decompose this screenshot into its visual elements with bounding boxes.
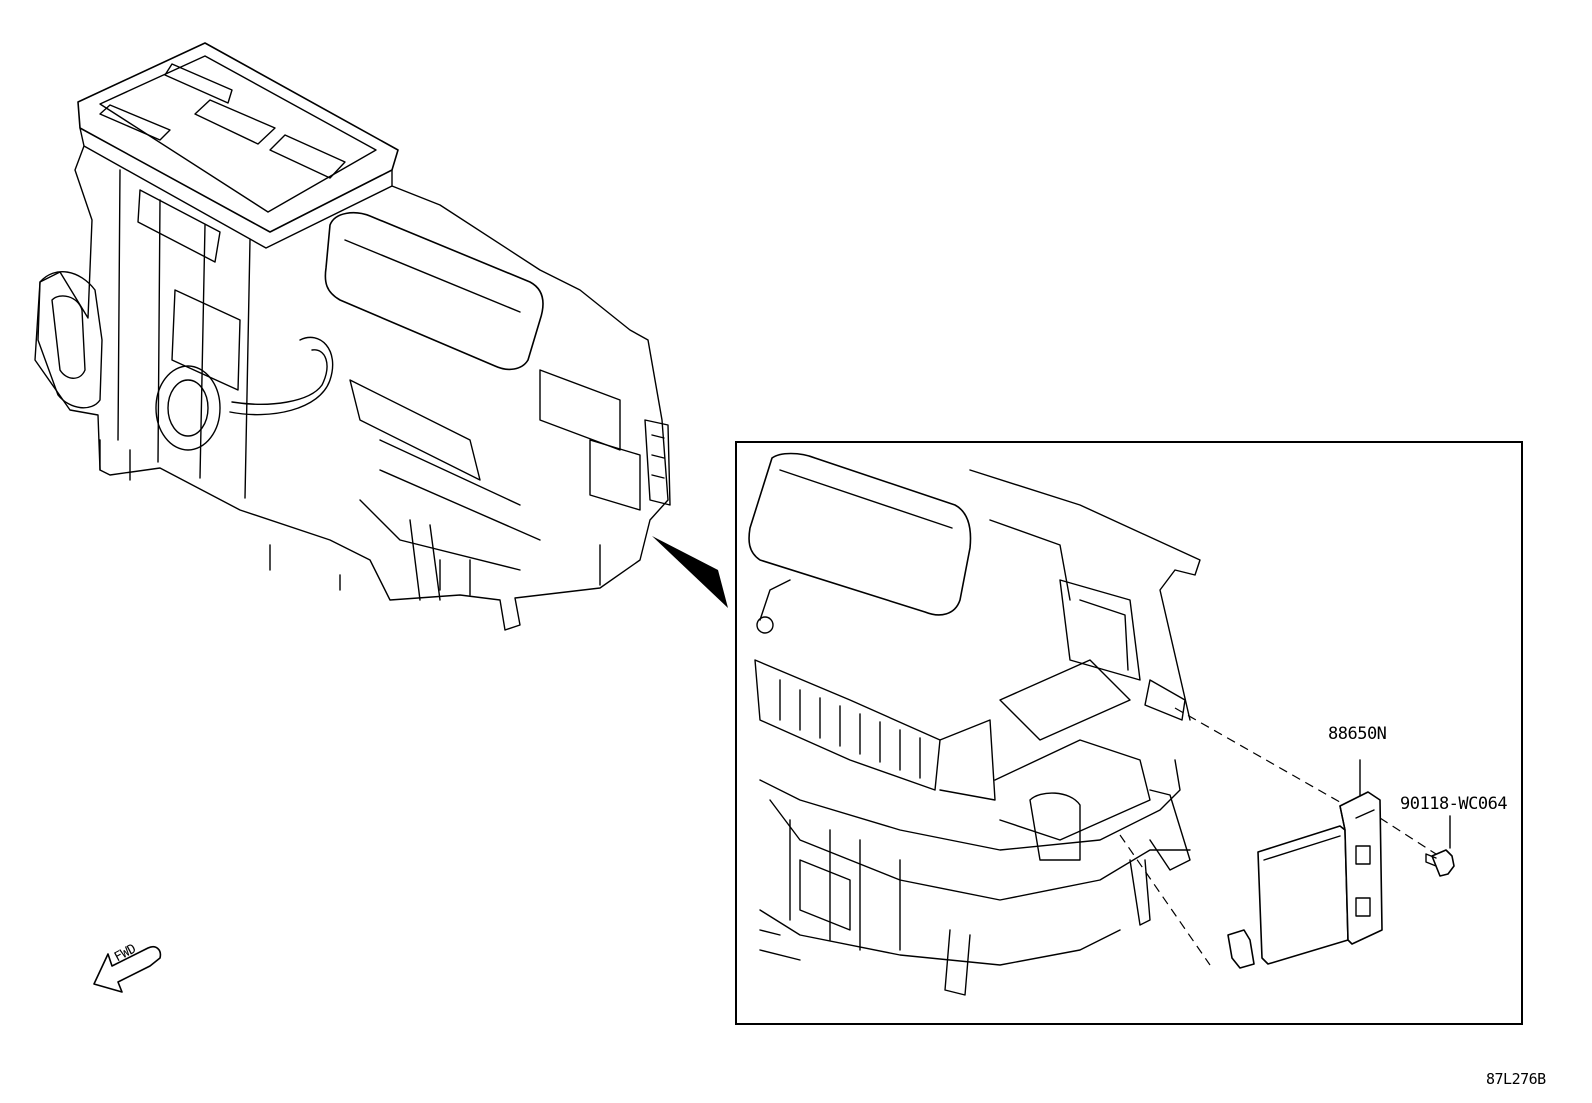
detail-frame [735,441,1523,1025]
drawing-code: 87L276B [1486,1070,1546,1088]
hvac-unit-detail [748,452,1201,996]
leader-line-upper [1174,707,1346,806]
leader-line-lower [1119,834,1211,966]
forward-arrow [93,945,162,993]
part-number-90118-wc064: 90118-WC064 [1400,794,1508,814]
hvac-unit-overview [34,42,671,631]
callout-pointer [652,536,728,608]
part-number-88650n: 88650N [1328,724,1387,744]
ecu-module-88650n [1227,759,1383,969]
leader-line-bolt [1379,817,1437,855]
bolt-90118-wc064 [1425,815,1455,877]
